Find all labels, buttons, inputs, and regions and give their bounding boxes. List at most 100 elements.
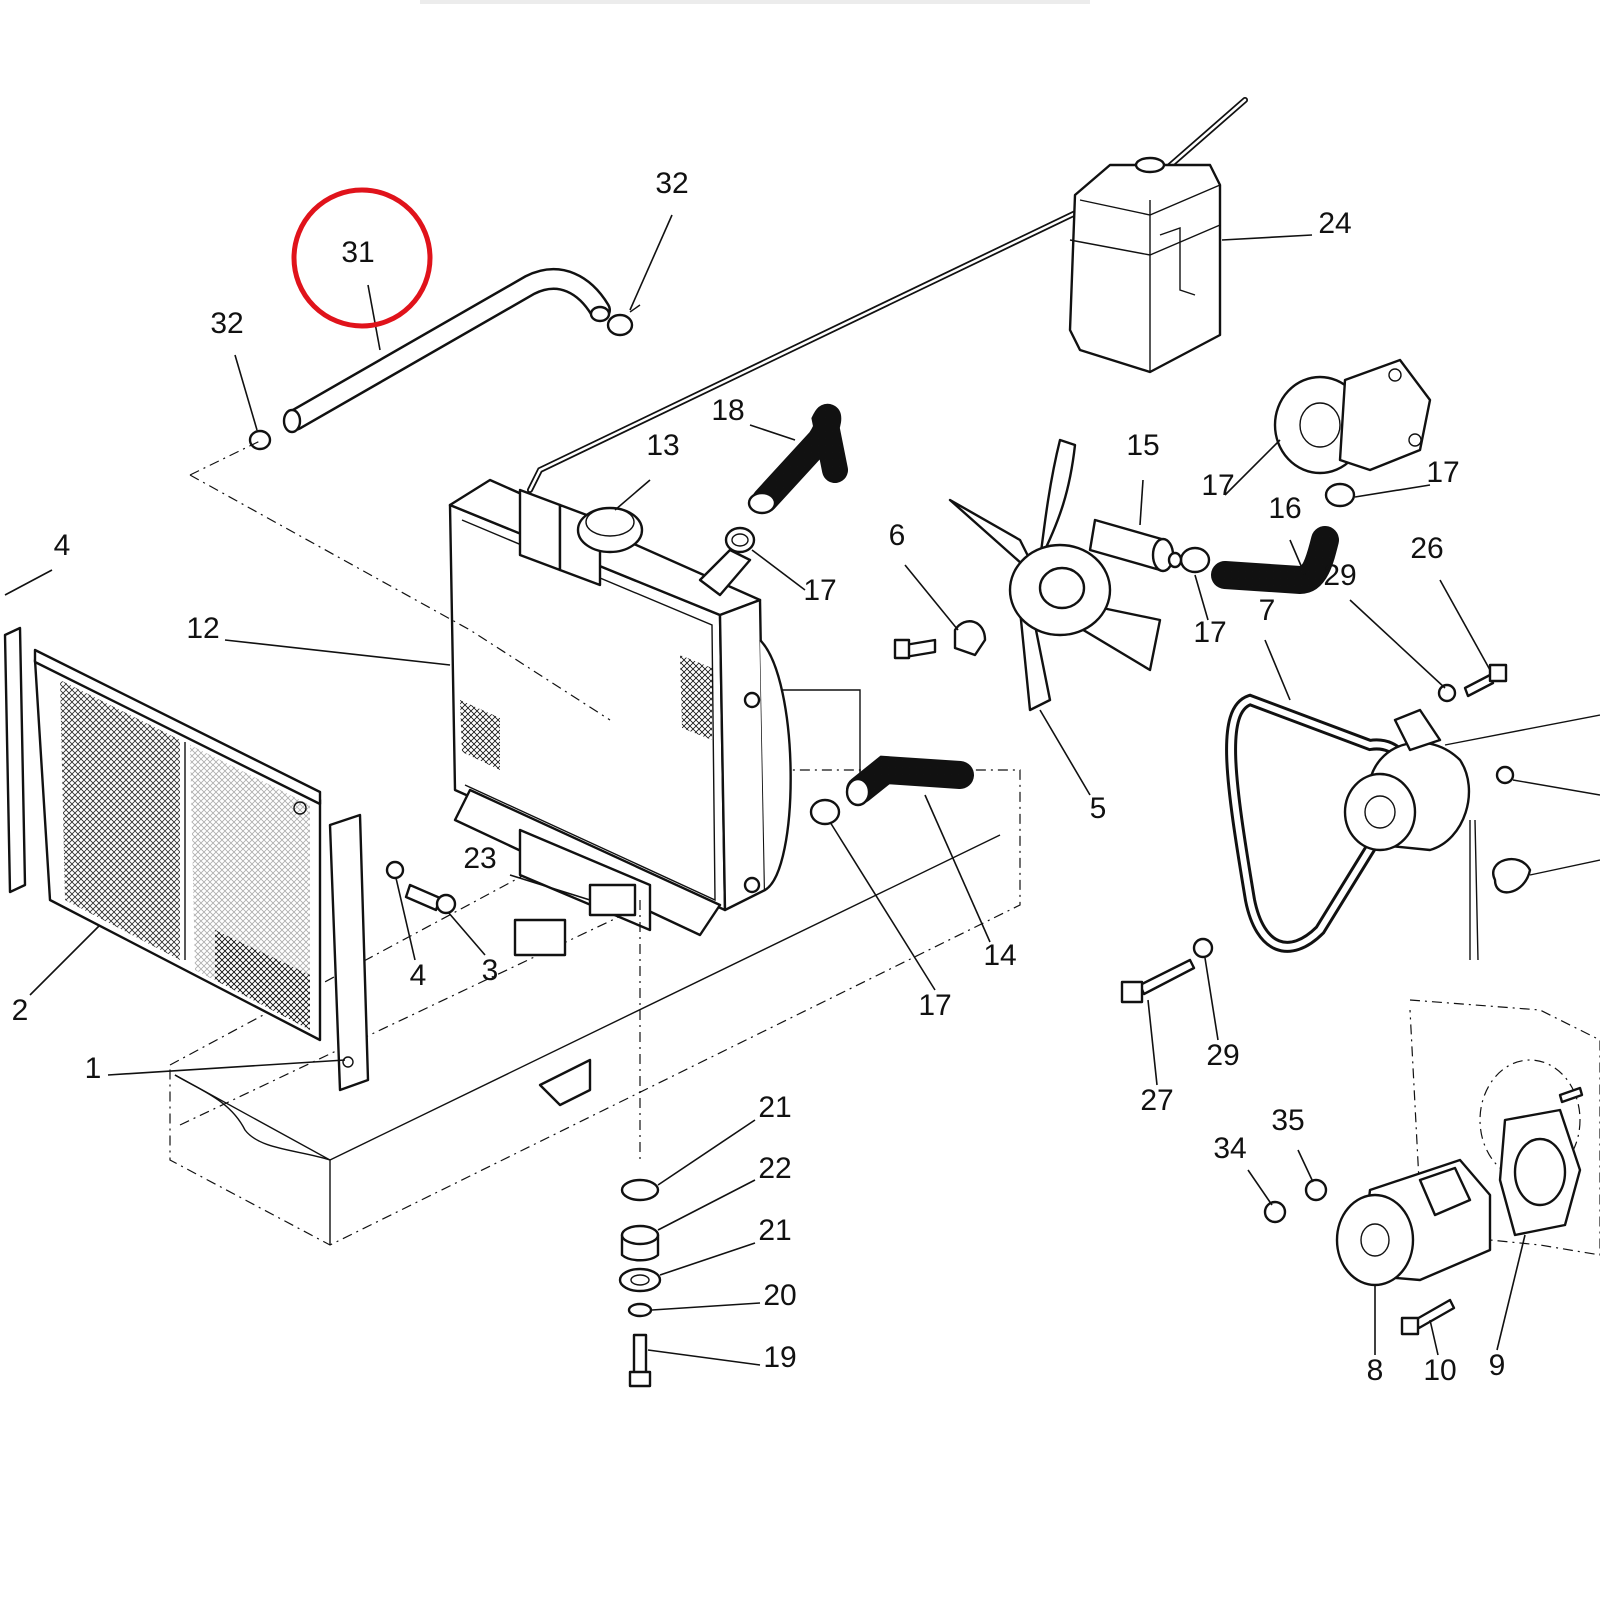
leader-line-35 <box>1297 1149 1314 1183</box>
callout-label-32: 32 <box>210 307 243 340</box>
part-stud <box>1558 1086 1584 1104</box>
part-clamp-17-c <box>1324 482 1356 508</box>
part-side-bracket-left <box>3 626 27 894</box>
callout-label-8: 8 <box>1367 1354 1384 1387</box>
part-mount-stack <box>618 900 662 1388</box>
leader-line-18 <box>749 424 796 441</box>
part-alternator <box>1343 708 1600 961</box>
part-radiator-cap <box>576 506 644 554</box>
callout-label-31: 31 <box>341 236 374 269</box>
callout-label-9: 9 <box>1489 1349 1506 1382</box>
callout-label-20: 20 <box>763 1279 796 1312</box>
leader-line-20 <box>651 1302 761 1311</box>
callout-label-22: 22 <box>758 1152 791 1185</box>
leader-line-26 <box>1439 579 1491 671</box>
leader-line-17 <box>829 821 936 991</box>
callout-label-17: 17 <box>803 574 836 607</box>
callout-label-17: 17 <box>1201 469 1234 502</box>
leader-line-12 <box>224 639 451 666</box>
callout-label-19: 19 <box>763 1341 796 1374</box>
callout-label-5: 5 <box>1090 792 1107 825</box>
callout-label-10: 10 <box>1423 1354 1456 1387</box>
callout-label-24: 24 <box>1318 207 1351 240</box>
callout-label-12: 12 <box>186 612 219 645</box>
part-hose-16 <box>1211 526 1339 595</box>
leader-line-3 <box>447 911 486 956</box>
part-water-pump <box>1273 358 1432 475</box>
callout-label-27: 27 <box>1140 1084 1173 1117</box>
highlight-ring <box>291 187 433 329</box>
part-spacer-15 <box>1088 518 1175 573</box>
part-nut-34 <box>1263 1200 1287 1224</box>
leader-line-24 <box>1221 234 1313 241</box>
leader-line-17 <box>1354 484 1431 498</box>
leader-line-7 <box>1264 639 1291 701</box>
part-housing-plate <box>1409 999 1600 1256</box>
part-nut-35 <box>1304 1178 1328 1202</box>
callout-label-16: 16 <box>1268 492 1301 525</box>
leader-line-6 <box>904 564 959 631</box>
leader-line-2 <box>29 924 101 996</box>
assembly-line-hose <box>189 439 611 721</box>
callout-label-23: 23 <box>463 842 496 875</box>
part-starter-motor <box>1335 1158 1492 1287</box>
callout-label-21: 21 <box>758 1214 791 1247</box>
callout-label-17: 17 <box>918 989 951 1022</box>
leader-line-15 <box>1139 479 1144 526</box>
part-gasket-9 <box>1498 1108 1582 1237</box>
part-grille-screen <box>33 648 322 1042</box>
callout-label-18: 18 <box>711 394 744 427</box>
callout-label-13: 13 <box>646 429 679 462</box>
part-hose-18 <box>747 403 848 515</box>
callout-label-2: 2 <box>12 994 29 1027</box>
leader-line-5 <box>1039 709 1091 796</box>
part-bolt-6 <box>893 620 987 660</box>
leader-line-29 <box>1349 599 1446 689</box>
leader-line-21 <box>657 1119 756 1186</box>
part-clamp-17-a <box>724 526 756 554</box>
leader-line-16 <box>1289 539 1306 576</box>
leader-line-17 <box>1194 574 1209 621</box>
part-clamp-17-b <box>1167 546 1211 574</box>
part-hose-clamps <box>248 304 641 451</box>
part-clamp-17-d <box>809 798 841 826</box>
callout-label-17: 17 <box>1426 456 1459 489</box>
part-bolt-10 <box>1400 1298 1456 1336</box>
callout-label-34: 34 <box>1213 1132 1246 1165</box>
callout-label-29: 29 <box>1206 1039 1239 1072</box>
part-washer-29 <box>1192 683 1457 959</box>
leader-line-17 <box>1224 439 1281 496</box>
leader-line-21 <box>659 1242 756 1276</box>
leader-line-4 <box>395 877 416 961</box>
leader-line-14 <box>924 794 991 943</box>
callout-label-1: 1 <box>85 1052 102 1085</box>
part-expansion-tank <box>1068 156 1222 374</box>
top-edge-strip <box>420 0 1090 4</box>
callout-label-4: 4 <box>54 529 71 562</box>
callout-label-3: 3 <box>482 954 499 987</box>
leader-line-9 <box>1496 1234 1526 1351</box>
part-support-bracket <box>293 801 370 1092</box>
part-overflow-tube <box>527 97 1248 493</box>
callout-label-4: 4 <box>410 959 427 992</box>
part-upper-hose <box>282 268 611 434</box>
leader-line-34 <box>1247 1169 1273 1206</box>
leader-line-22 <box>657 1179 756 1231</box>
part-hose-14 <box>845 755 974 807</box>
leader-line-23 <box>509 874 591 901</box>
callout-label-21: 21 <box>758 1091 791 1124</box>
part-bolt-26 <box>1463 663 1508 698</box>
leader-line-10 <box>1429 1319 1439 1356</box>
leader-line-4 <box>4 569 53 596</box>
callout-label-26: 26 <box>1410 532 1443 565</box>
part-fan <box>948 438 1162 712</box>
leader-line-17 <box>751 549 806 591</box>
callout-label-32: 32 <box>655 167 688 200</box>
leader-line-31 <box>367 284 381 351</box>
leader-line-13 <box>614 479 651 511</box>
part-bolt-washer <box>385 860 457 915</box>
callout-label-7: 7 <box>1259 594 1276 627</box>
callout-label-15: 15 <box>1126 429 1159 462</box>
